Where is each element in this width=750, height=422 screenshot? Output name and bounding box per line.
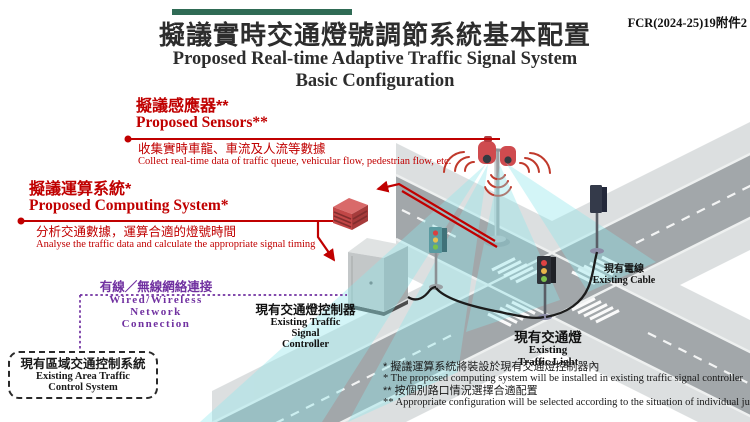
network-label-en-line2: Network bbox=[130, 306, 182, 318]
camera-icon bbox=[478, 136, 516, 166]
detection-cones bbox=[200, 163, 656, 422]
computing-annotation: 擬議運算系統* Proposed Computing System* bbox=[29, 181, 229, 214]
controller-en-line3: Controller bbox=[281, 339, 330, 350]
road-network bbox=[211, 122, 750, 422]
sensors-title-zh: 擬議感應器** bbox=[136, 98, 229, 115]
controller-en-line1: Existing Traffic bbox=[270, 317, 341, 328]
computing-title-en: Proposed Computing System* bbox=[29, 197, 229, 214]
signal-controller-label: 現有交通燈控制器 Existing Traffic Signal Control… bbox=[248, 303, 363, 350]
zebra-crossings bbox=[487, 255, 626, 327]
wifi-waves-icon bbox=[443, 151, 551, 197]
controller-zh: 現有交通燈控制器 bbox=[255, 303, 356, 317]
traffic-light-label: 現有交通燈 Existing Traffic Light bbox=[492, 330, 604, 368]
sensors-title-en: Proposed Sensors** bbox=[136, 114, 268, 131]
footnotes: * 擬議運算系統將裝設於現有交通燈控制器內 * The proposed com… bbox=[383, 361, 750, 409]
attachment-reference: FCR(2024-25)19附件2 bbox=[627, 16, 747, 30]
cable-en: Existing Cable bbox=[592, 275, 656, 286]
footnote-1: * 擬議運算系統將裝設於現有交通燈控制器內 bbox=[383, 361, 600, 373]
network-label-en-line3: Connection bbox=[121, 318, 191, 330]
network-label-en-line1: Wired/Wireless bbox=[109, 294, 203, 306]
computing-title-zh: 擬議運算系統* bbox=[29, 181, 132, 198]
lane-markings bbox=[275, 184, 750, 422]
sensors-description: 收集實時車龍、車流及人流等數據 Collect real-time data o… bbox=[138, 142, 451, 168]
computing-description: 分析交通數據，運算合適的燈號時間 Analyse the traffic dat… bbox=[36, 225, 315, 251]
traffic-light-zh: 現有交通燈 bbox=[514, 330, 582, 345]
annotation-arrows bbox=[17, 135, 500, 262]
network-label-zh: 有線／無線網絡連接 bbox=[99, 280, 213, 294]
footnote-2: * The proposed computing system will be … bbox=[383, 373, 744, 384]
cable-label: 現有電線 Existing Cable bbox=[583, 264, 665, 286]
sensors-desc-en: Collect real-time data of traffic queue,… bbox=[138, 156, 452, 167]
computing-cube-icon bbox=[333, 198, 368, 230]
sensors-annotation: 擬議感應器** Proposed Sensors** bbox=[136, 98, 268, 131]
traffic-light-en-line2: Traffic Light bbox=[517, 355, 579, 368]
footnote-4: ** Appropriate configuration will be sel… bbox=[383, 397, 750, 408]
area-control-system-box: 現有區域交通控制系統 Existing Area Traffic Control… bbox=[8, 351, 158, 399]
footnote-3: ** 按個別路口情況選擇合適配置 bbox=[383, 385, 538, 397]
network-dotted-line bbox=[79, 294, 347, 351]
controller-en-line2: Signal bbox=[291, 328, 320, 339]
traffic-light-en-line1: Existing bbox=[528, 344, 568, 356]
computing-desc-en: Analyse the traffic data and calculate t… bbox=[36, 239, 316, 250]
sensors-desc-zh: 收集實時車龍、車流及人流等數據 bbox=[138, 142, 326, 156]
traffic-light-north bbox=[590, 185, 607, 254]
area-control-zh: 現有區域交通控制系統 bbox=[20, 357, 146, 371]
cable-zh: 現有電線 bbox=[604, 264, 644, 275]
slide-title-en-line1: Proposed Real-time Adaptive Traffic Sign… bbox=[172, 49, 578, 69]
area-control-en-line2: Control System bbox=[48, 382, 118, 393]
area-control-en-line1: Existing Area Traffic bbox=[36, 371, 130, 382]
network-connection-label: 有線／無線網絡連接 Wired/Wireless Network Connect… bbox=[88, 280, 224, 330]
slide-title-en-line2: Basic Configuration bbox=[295, 71, 455, 91]
computing-desc-zh: 分析交通數據，運算合適的燈號時間 bbox=[36, 225, 237, 239]
slide-title-zh: 擬議實時交通燈號調節系統基本配置 bbox=[158, 20, 591, 50]
title-accent-bar bbox=[172, 9, 352, 15]
controller-cabinet-icon bbox=[348, 238, 408, 316]
cable-lines bbox=[407, 251, 599, 320]
